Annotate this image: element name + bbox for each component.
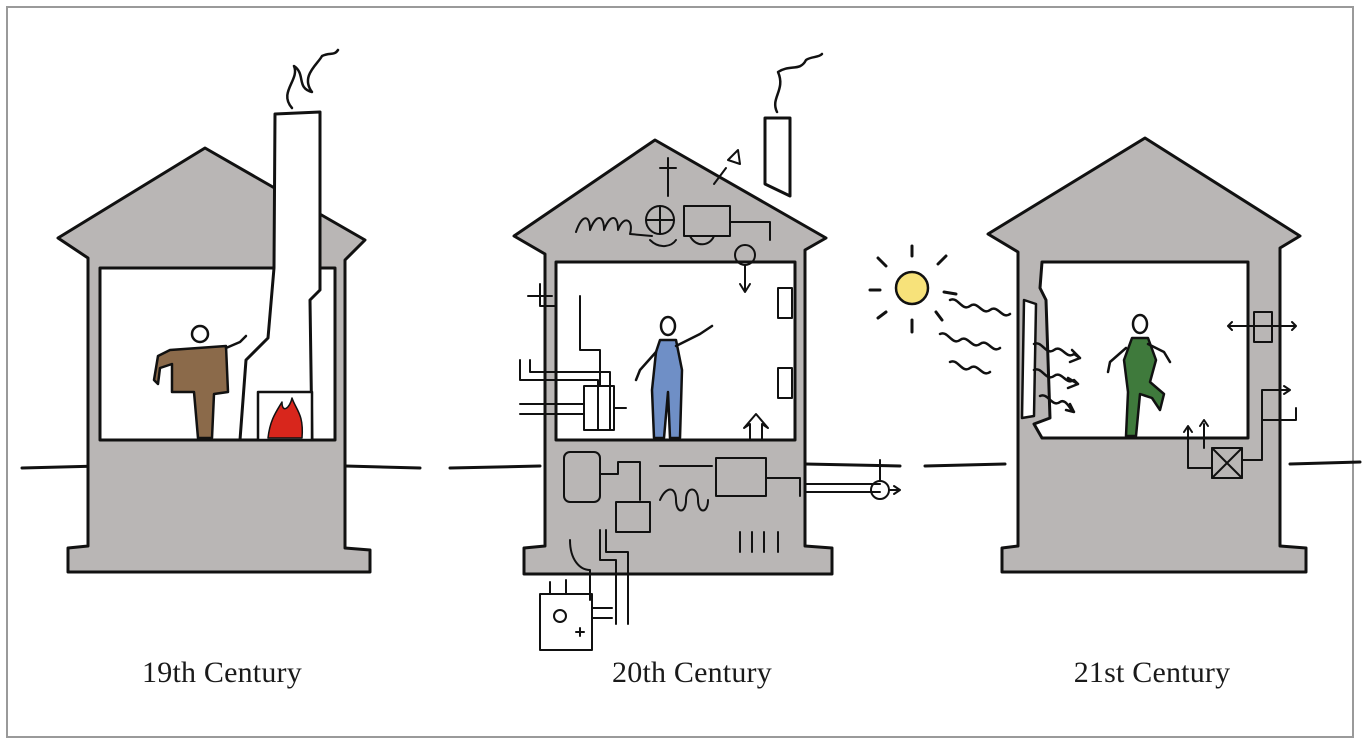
caption-21st-century: 21st Century — [1073, 656, 1231, 689]
house-19th-century — [56, 48, 372, 574]
attic-equipment — [575, 149, 771, 293]
caption-20th-century: 20th Century — [612, 656, 772, 689]
smoke — [774, 52, 824, 114]
smoke — [286, 48, 340, 110]
person-20th-century — [634, 315, 714, 440]
fire — [267, 397, 304, 439]
person-21st-century — [1106, 313, 1172, 438]
chimney — [763, 116, 792, 198]
solar-rays — [938, 298, 1082, 414]
sun-icon — [868, 244, 958, 334]
house-21st-century — [868, 136, 1308, 574]
person-19th-century — [152, 324, 248, 440]
ventilation-units — [1183, 311, 1297, 479]
house-20th-century — [512, 52, 901, 651]
caption-19th-century: 19th Century — [142, 656, 302, 689]
window — [1020, 298, 1038, 420]
hvac-ducts — [519, 283, 901, 651]
